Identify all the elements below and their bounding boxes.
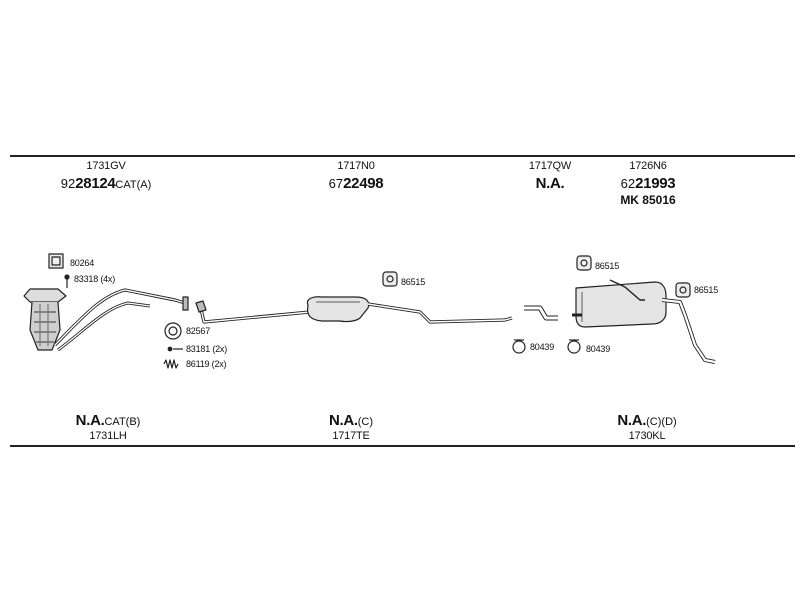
label-gasket-a: 80264 xyxy=(70,258,95,268)
bottom-partnumber-1: N.A.CAT(B) xyxy=(76,412,141,430)
number-main: N.A. xyxy=(617,412,647,429)
bottom-rule xyxy=(10,445,795,447)
number-prefix: 92 xyxy=(60,176,76,191)
number-prefix: 67 xyxy=(328,176,344,191)
top-partnumber-2: 6722498 xyxy=(329,175,384,193)
catalytic-converter-front-pipe xyxy=(23,288,189,352)
number-suffix: CAT(A) xyxy=(115,179,152,191)
number-prefix: 62 xyxy=(620,176,636,191)
intermediate-pipe-center-muffler xyxy=(195,296,513,324)
top-code-1: 1731GV xyxy=(86,160,126,172)
label-mount-rear2: 86515 xyxy=(694,285,719,295)
number-main: N.A. xyxy=(75,412,105,429)
label-bolt-b: 83181 (2x) xyxy=(186,344,228,354)
connector-pipe-rear xyxy=(524,305,558,321)
mount-rear1-icon xyxy=(576,255,592,271)
number-suffix: (C) xyxy=(357,416,374,428)
label-gasket-b: 82567 xyxy=(186,326,211,336)
label-bolt-a: 83318 (4x) xyxy=(74,274,116,284)
mount-mid-icon xyxy=(382,271,398,287)
mount-rear2-icon xyxy=(675,282,691,298)
clamp-c1-icon xyxy=(512,339,526,354)
number-main: N.A. xyxy=(328,412,358,429)
top-extra-4: MK 85016 xyxy=(620,193,676,207)
number-main: N.A. xyxy=(535,175,565,192)
top-code-2: 1717N0 xyxy=(337,160,375,172)
top-code-4: 1726N6 xyxy=(629,160,667,172)
top-rule xyxy=(10,155,795,157)
bottom-partnumber-3: N.A.(C)(D) xyxy=(617,412,676,430)
number-suffix: CAT(B) xyxy=(104,416,141,428)
top-partnumber-4: 6221993 xyxy=(621,175,676,193)
label-clamp-c2: 80439 xyxy=(586,344,611,354)
label-spring-b: 86119 (2x) xyxy=(186,359,227,369)
bottom-partnumber-2: N.A.(C) xyxy=(329,412,373,430)
bolt-b-icon xyxy=(167,346,183,352)
rear-muffler-tailpipe xyxy=(572,279,716,364)
gasket-ring-b-icon xyxy=(164,322,182,340)
number-main: 28124 xyxy=(75,175,116,192)
bottom-code-1: 1731LH xyxy=(89,430,127,442)
clamp-c2-icon xyxy=(567,339,581,354)
top-partnumber-3: N.A. xyxy=(536,175,565,193)
label-clamp-c1: 80439 xyxy=(530,342,555,352)
number-main: 22498 xyxy=(343,175,384,192)
top-partnumber-1: 9228124CAT(A) xyxy=(61,175,152,193)
gasket-a-icon xyxy=(48,253,64,269)
bottom-code-3: 1730KL xyxy=(628,430,666,442)
bolt-a-icon xyxy=(64,274,70,288)
label-mount-rear1: 86515 xyxy=(595,261,620,271)
label-mount-mid: 86515 xyxy=(401,277,426,287)
top-code-3: 1717QW xyxy=(528,160,572,172)
number-suffix: (C)(D) xyxy=(646,416,677,428)
number-main: 21993 xyxy=(635,175,676,192)
bottom-code-2: 1717TE xyxy=(332,430,370,442)
spring-b-icon xyxy=(163,359,179,369)
